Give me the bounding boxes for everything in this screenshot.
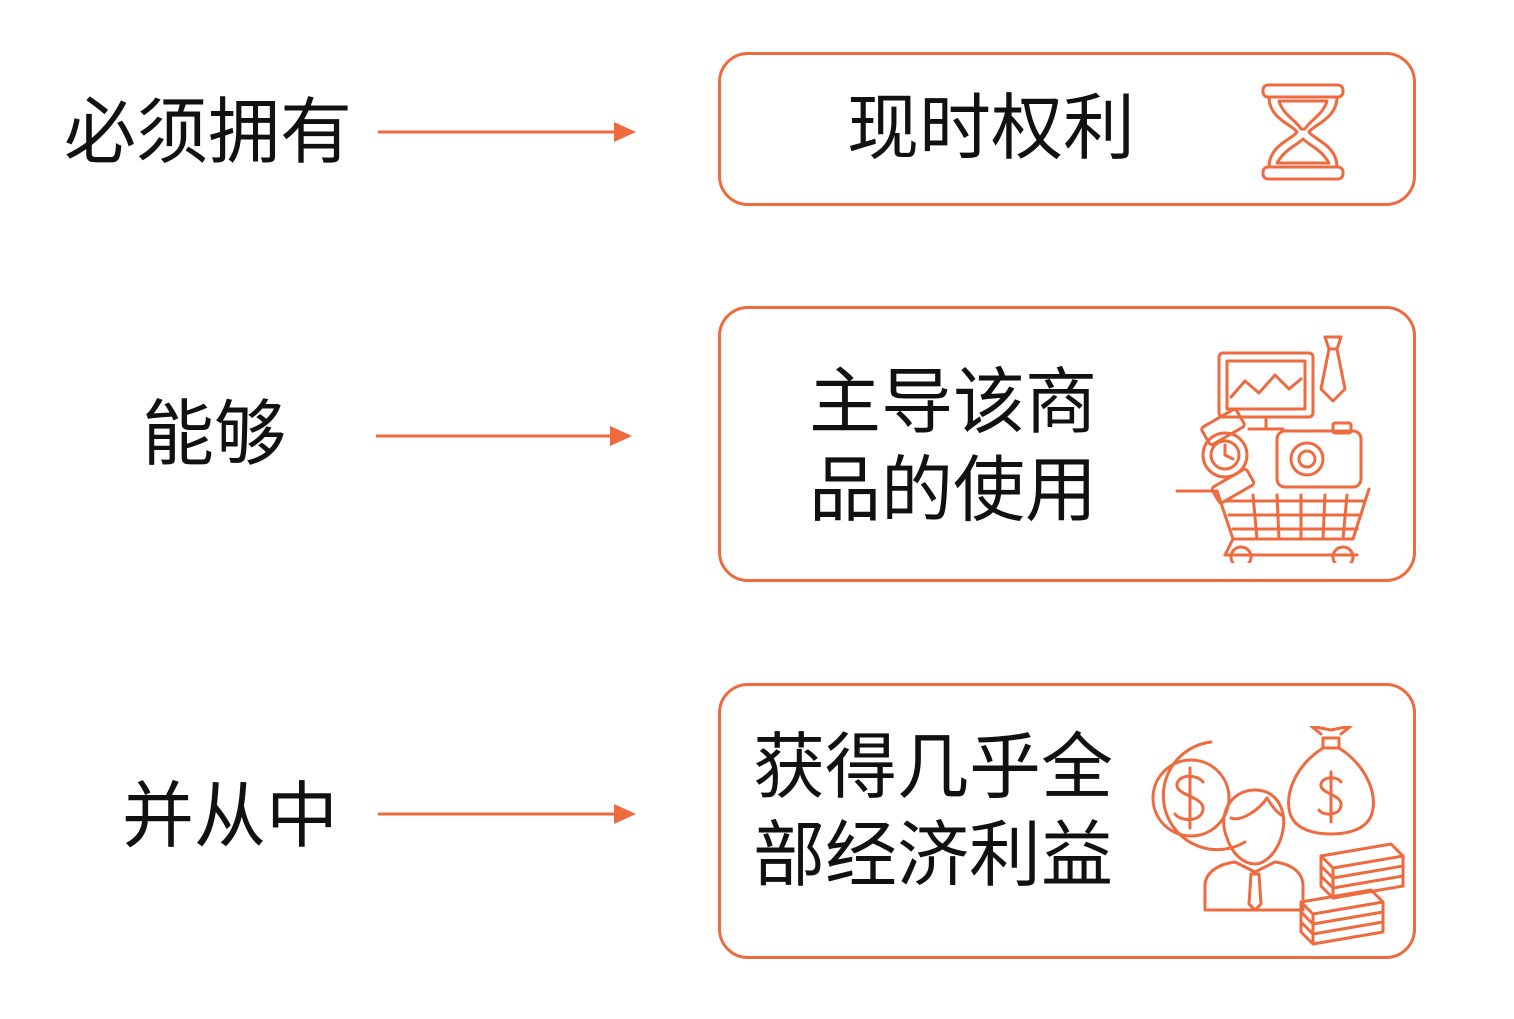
box-present-right: 现时权利	[718, 52, 1416, 206]
box-line: 现时权利	[847, 86, 1136, 170]
hourglass-icon	[1253, 79, 1353, 185]
arrow-row-3	[378, 804, 638, 824]
row-label-able-to: 能够	[142, 392, 287, 476]
arrow-row-2	[376, 426, 636, 446]
row-label-must-have: 必须拥有	[64, 90, 353, 174]
money-businessman-icon	[1135, 726, 1407, 946]
box-line: 品的使用	[809, 447, 1098, 532]
box-line: 获得几乎全	[753, 725, 1114, 809]
box-text-present-right: 现时权利	[847, 85, 1135, 173]
shopping-cart-goods-icon	[1173, 331, 1373, 563]
box-text-economic-benefits: 获得几乎全 部经济利益	[753, 724, 1113, 900]
box-line: 部经济利益	[753, 812, 1114, 897]
box-economic-benefits: 获得几乎全 部经济利益	[718, 683, 1416, 959]
box-text-direct-use: 主导该商 品的使用	[809, 359, 1097, 535]
box-direct-use: 主导该商 品的使用	[718, 306, 1416, 582]
row-label-and-from: 并从中	[122, 774, 339, 858]
box-line: 主导该商	[809, 360, 1098, 444]
arrow-row-1	[378, 122, 638, 142]
